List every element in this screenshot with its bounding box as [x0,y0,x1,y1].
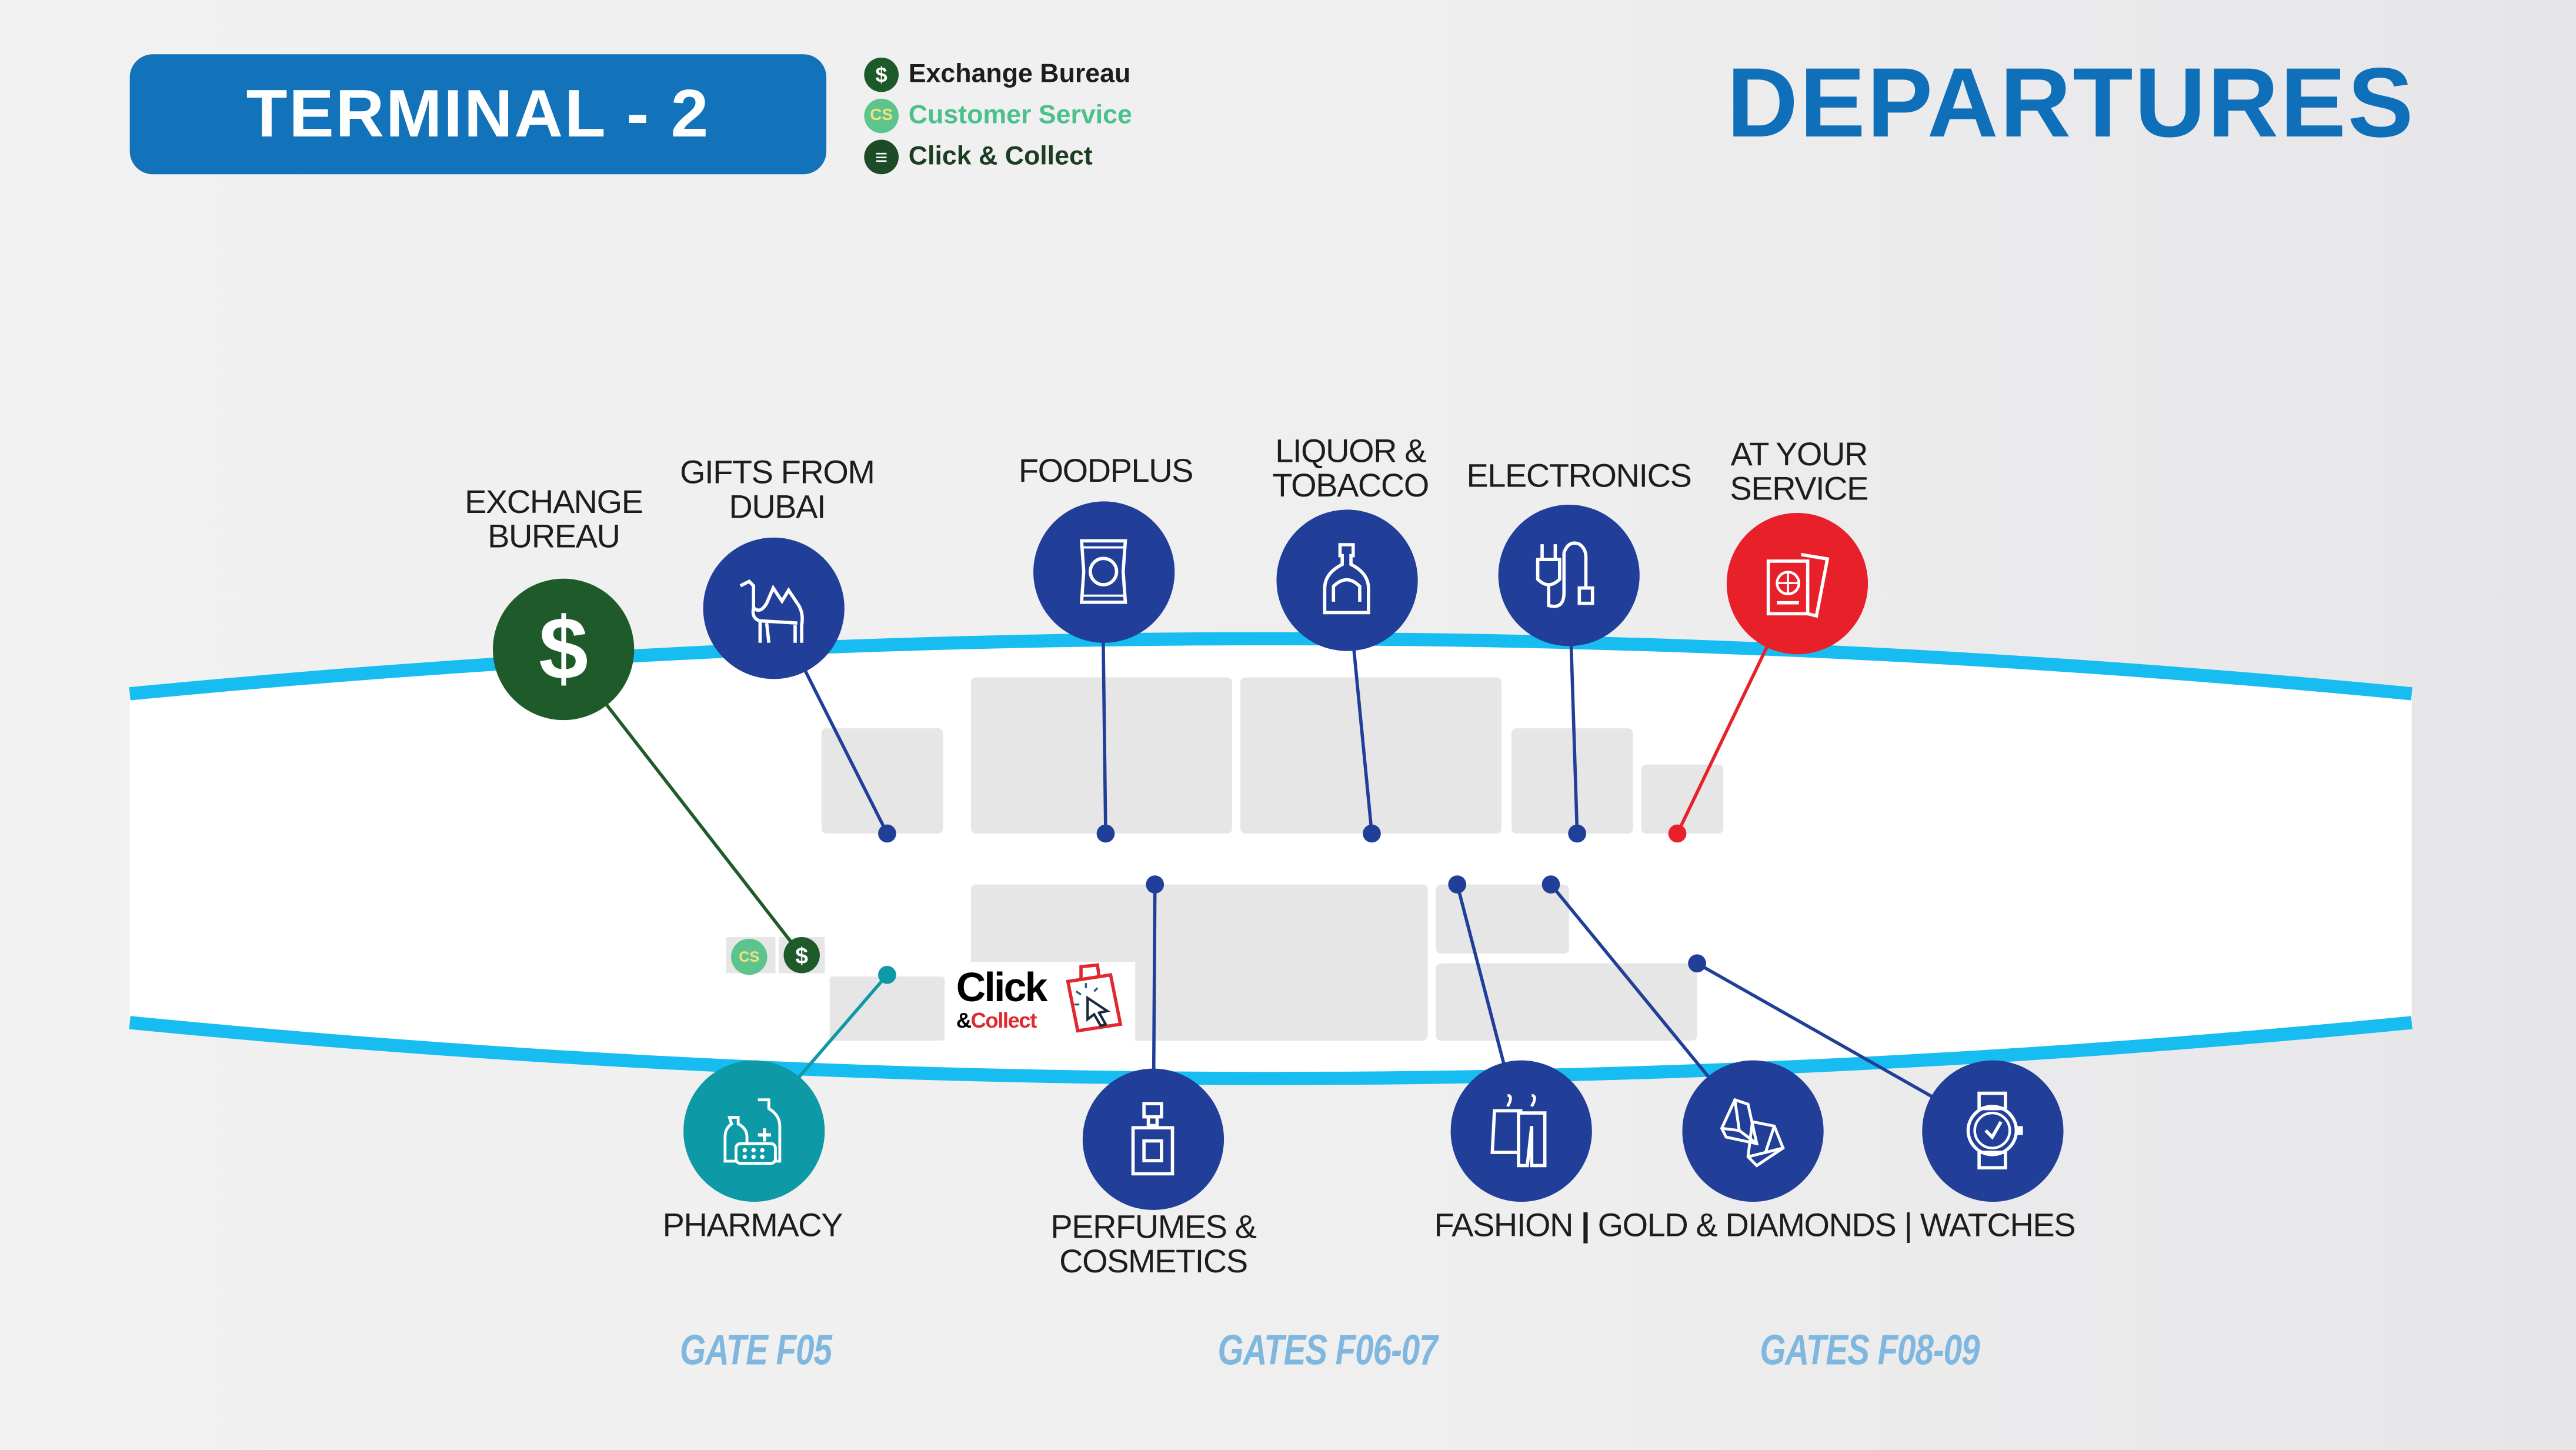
exchange-bureau-marker[interactable]: $ [493,578,635,721]
terminal-title-banner: TERMINAL - 2 [129,54,827,175]
snack-bag-icon [1080,539,1128,605]
bottle-icon [1323,544,1371,615]
pharmacy-marker[interactable] [683,1060,825,1202]
clothes-hanger-icon [1491,1094,1547,1168]
corridor-edge-bottom [129,1016,2413,1085]
gate-label-f05: GATE F05 [680,1325,832,1375]
shop-block [970,677,1233,834]
gold-diamonds-marker[interactable] [1682,1060,1824,1202]
shop-block [1240,677,1502,834]
shop-label-perfumes-cosmetics: PERFUMES &COSMETICS [1050,1209,1257,1281]
corridor-edge-top [129,632,2413,701]
plug-icon [1536,542,1595,609]
liquor-tobacco-marker[interactable] [1276,509,1418,651]
watches-marker[interactable] [1922,1060,2064,1202]
shop-label-pharmacy: PHARMACY [662,1208,843,1245]
electronics-marker[interactable] [1498,505,1640,646]
label-separator: | [1581,1208,1590,1245]
shop-block [1436,884,1569,954]
page-title: DEPARTURES [1727,48,2415,158]
shop-label-fashion: FASHION [1434,1208,1574,1245]
customer-service-marker[interactable]: CS [731,938,768,975]
legend-label: Exchange Bureau [908,60,1131,88]
click-collect-logo-subtext: &Collect [956,1008,1037,1033]
foodplus-marker[interactable] [1033,501,1175,643]
shop-label-electronics: ELECTRONICS [1466,458,1691,495]
legend-item-customer-service: CS Customer Service [864,95,1132,136]
shop-block [829,976,945,1041]
perfume-icon [1132,1102,1175,1176]
click-collect-icon: ≡ [864,139,899,175]
corridor-floor [129,636,2412,1081]
shop-label-liquor-tobacco: LIQUOR &TOBACCO [1272,434,1429,505]
terminal-title: TERMINAL - 2 [246,75,710,152]
legend-label: Click & Collect [908,142,1093,171]
shop-label-fashion-gold-watches: FASHION | GOLD & DIAMONDS | WATCHES [1434,1208,2076,1245]
dollar-icon: $ [539,600,589,699]
location-dot [1146,875,1164,894]
location-dot [1363,824,1381,843]
medicine-icon [724,1099,782,1166]
location-dot [1568,824,1587,843]
diamond-icon [1720,1098,1786,1168]
legend: $ Exchange Bureau CS Customer Service ≡ … [864,54,1132,178]
shop-label-foodplus: FOODPLUS [1018,454,1194,490]
shopping-bag-cursor-icon [1066,963,1123,1033]
click-collect-logo-text: Click [956,965,1048,1011]
gifts-from-dubai-marker[interactable] [703,537,845,679]
camel-icon [740,579,805,644]
legend-item-exchange-bureau: $ Exchange Bureau [864,54,1132,95]
dollar-icon: $ [864,57,899,92]
watch-icon [1967,1092,2024,1170]
location-dot [1096,824,1115,843]
location-dot [878,824,896,843]
fashion-marker[interactable] [1450,1060,1592,1202]
at-your-service-marker[interactable] [1726,512,1868,655]
legend-label: Customer Service [908,101,1132,129]
location-dot [1688,954,1706,973]
shop-label-watches: WATCHES [1920,1208,2076,1245]
shop-block [1511,728,1633,834]
customer-service-icon: CS [864,98,899,134]
shop-block [1436,963,1697,1041]
perfumes-cosmetics-marker[interactable] [1082,1068,1224,1210]
exchange-marker[interactable]: $ [783,937,820,974]
click-collect-logo[interactable]: Click &Collect [949,961,1136,1041]
label-separator: | [1904,1208,1913,1245]
location-dot [878,965,896,984]
legend-item-click-collect: ≡ Click & Collect [864,136,1132,178]
shop-label-gold-diamonds: GOLD & DIAMONDS [1597,1208,1897,1245]
shop-block [821,728,943,834]
passport-icon [1767,553,1830,619]
location-dot [1541,875,1560,894]
gate-label-f08-09: GATES F08-09 [1760,1325,1980,1375]
gate-label-f06-07: GATES F06-07 [1217,1325,1438,1375]
location-dot [1668,824,1687,843]
location-dot [1448,875,1467,894]
